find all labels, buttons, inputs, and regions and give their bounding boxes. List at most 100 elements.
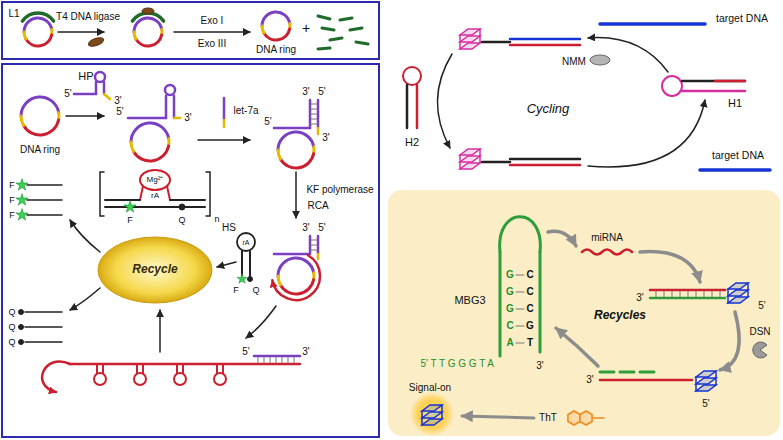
annotation-label: F: [233, 286, 239, 295]
annotation-label: 3': [302, 347, 309, 357]
bracket: [100, 172, 104, 216]
base-pair: [720, 291, 721, 297]
cleaved-strand: [25, 326, 62, 328]
quencher-dot: [179, 204, 185, 210]
annotation-label: n: [214, 215, 219, 224]
base-pair: [294, 357, 295, 363]
annotation-label: rA: [243, 239, 250, 246]
base-pair: [311, 240, 317, 241]
h1-stem: [715, 80, 745, 83]
g-quadruplex: [441, 405, 443, 419]
mbg3-loop: [500, 217, 541, 252]
base-pair: [282, 357, 283, 363]
g-quadruplex: [459, 155, 461, 169]
cleaved-strand: [25, 341, 62, 343]
quencher-dot: [19, 310, 24, 315]
annotation-label: 5': [264, 117, 271, 127]
base-pair: [516, 292, 524, 293]
g-quadruplex: [728, 297, 748, 303]
base-pair: [264, 357, 265, 363]
g-quadruplex: [460, 163, 480, 169]
annotation-label: 5': [64, 89, 71, 99]
annotation-label: Cycling: [527, 102, 570, 115]
ligase-enzyme: [142, 8, 154, 14]
reaction-arrow: [246, 306, 276, 338]
ellipse-fill: [98, 237, 212, 303]
recycle-arrow: [720, 312, 739, 370]
annotation-label: F: [127, 216, 133, 225]
base-pair: [696, 291, 697, 297]
g-quadruplex: [696, 378, 716, 384]
base-pair: [712, 291, 713, 297]
dnazyme-hairpin: [96, 364, 98, 373]
base-pair: [276, 357, 277, 363]
recycle-arrow: [640, 252, 700, 282]
annotation-label: H2: [405, 137, 419, 148]
reaction-arrow: [66, 115, 104, 117]
annotation-label: T4 DNA ligase: [56, 12, 120, 22]
hs-stem: [249, 251, 251, 276]
annotation-label: Exo III: [198, 39, 226, 49]
g-quadruplex: [727, 289, 729, 303]
g-quadruplex: [695, 377, 697, 391]
g-quadruplex: [479, 149, 481, 163]
hp-strand: [274, 100, 310, 128]
annotation-label: A: [506, 338, 513, 348]
dnazyme-hairpin: [136, 364, 138, 373]
annotation-label: rA: [151, 192, 159, 200]
base-pair: [656, 291, 657, 297]
dna-ring: [131, 123, 169, 142]
annotation-label: HS: [222, 223, 236, 233]
dna-ring: [24, 32, 26, 39]
dsn-enzyme: [753, 342, 767, 358]
dna-ring: [278, 150, 280, 159]
base-pair: [516, 326, 524, 327]
annotation-label: Q: [178, 216, 185, 225]
dna-strand: [510, 164, 580, 167]
base-pair: [311, 109, 317, 110]
annotation-label: G: [506, 304, 514, 314]
recycle-ellipse: Recycle: [97, 236, 213, 304]
panel-background: [388, 190, 780, 436]
digested-fragment: [330, 38, 342, 40]
quencher-dot: [19, 340, 24, 345]
annotation-label: 5': [702, 399, 709, 409]
let7a-strand: [317, 128, 320, 134]
dna-ring: [280, 280, 313, 294]
g-quadruplex: [696, 371, 716, 377]
base-pair: [288, 357, 289, 363]
annotation-label: T: [527, 338, 533, 348]
base-pair: [270, 357, 271, 363]
annotation-label: HP: [78, 71, 93, 82]
dna-ring: [278, 258, 314, 276]
g-quadruplex: [479, 29, 481, 43]
dna-ring: [264, 29, 290, 40]
hp-strand: [274, 236, 310, 254]
annotation-label: 3': [114, 96, 121, 106]
base-pair: [311, 119, 317, 120]
fluorophore-star: [124, 201, 136, 212]
g-quadruplex: [460, 43, 480, 49]
substrate-strand: [105, 206, 205, 208]
annotation-label: Q: [8, 308, 15, 317]
l1-strand: [22, 13, 53, 21]
reaction-arrow: [462, 416, 534, 418]
target-dna-strand: [600, 22, 705, 26]
g-quadruplex: [747, 283, 749, 297]
annotation-label: G: [526, 321, 534, 331]
quencher-dot: [248, 277, 253, 282]
base-pair: [680, 291, 681, 297]
g-quadruplex: [421, 411, 423, 425]
annotation-label: Q: [8, 338, 15, 347]
dna-strand: [482, 41, 510, 44]
cycle-arrow: [588, 38, 668, 72]
annotation-label: DNA ring: [20, 145, 60, 155]
annotation-label: F: [9, 181, 15, 190]
g-quadruplex: [422, 412, 442, 418]
dnazyme-hairpin: [102, 364, 104, 373]
hp-loop: [165, 85, 175, 95]
mbg3-stem: [539, 252, 542, 352]
mirna-strand: [600, 379, 692, 382]
g-quadruplex: [460, 29, 480, 35]
annotation-label: C: [506, 321, 513, 331]
